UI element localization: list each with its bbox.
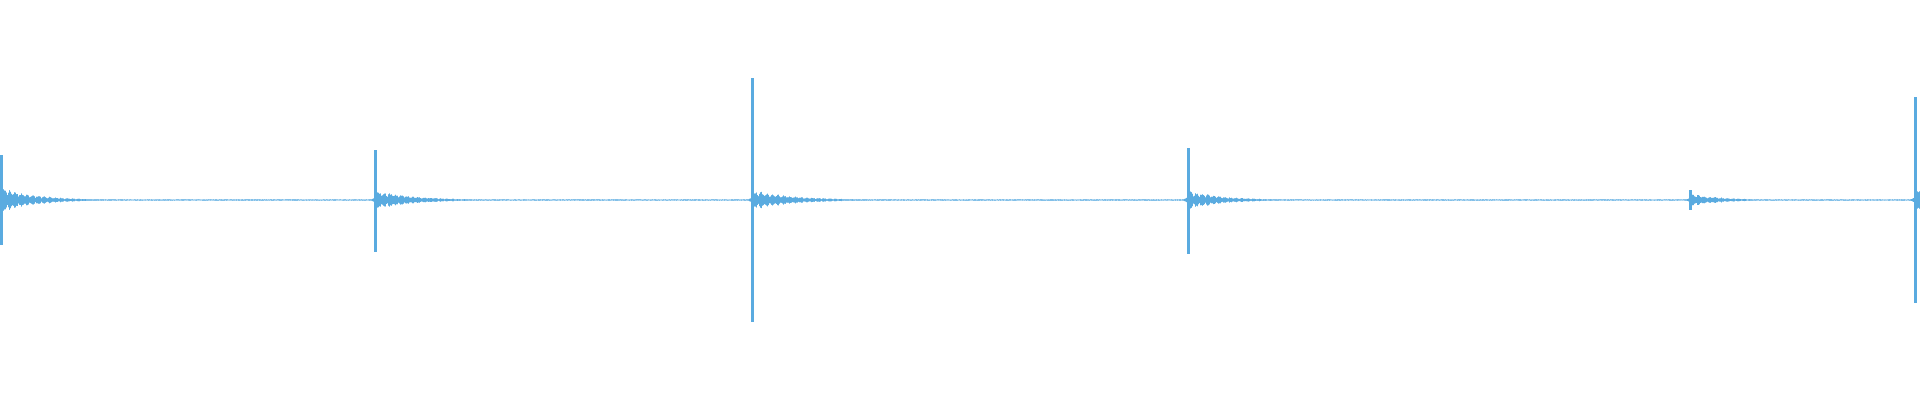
waveform-transient-5 bbox=[1687, 190, 1693, 210]
waveform-transient-4 bbox=[1185, 148, 1191, 254]
waveform-transient-3 bbox=[749, 78, 755, 322]
waveform-samples bbox=[0, 78, 1920, 322]
waveform-trace bbox=[0, 78, 1920, 322]
waveform-transient-6 bbox=[1912, 97, 1918, 303]
waveform-transient-2 bbox=[372, 150, 378, 252]
waveform-transient-1 bbox=[0, 155, 6, 245]
